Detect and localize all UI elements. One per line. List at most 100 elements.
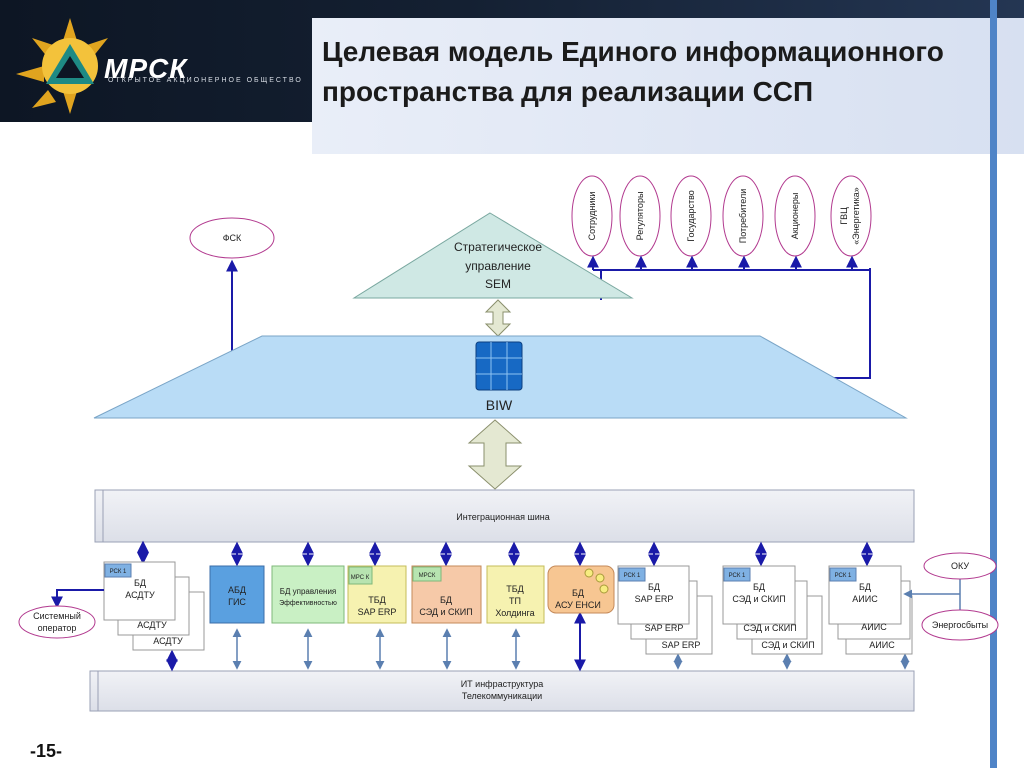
ensi-node-icon — [599, 584, 609, 594]
stakeholder-2: Регуляторы — [619, 175, 661, 257]
sem-line-3: SEM — [485, 277, 511, 291]
stakeholder-shareholders: Акционеры — [790, 193, 800, 240]
tbd-tp-line-3: Холдинга — [495, 608, 534, 618]
oku-connectors — [903, 577, 961, 612]
db-tbd-tp: ТБД ТП Холдинга — [486, 565, 545, 624]
ensi-node-icon — [595, 573, 605, 583]
efficiency-line-1: БД управления — [280, 587, 337, 596]
sed-tag: МРСК — [419, 573, 436, 579]
rsk-sap-mid: SAP ERP — [645, 623, 684, 633]
it-infra-line-2: Телекоммуникации — [462, 691, 542, 701]
system-operator-connector — [51, 589, 104, 609]
db-abd-gis: АБД ГИС — [209, 565, 265, 624]
stakeholder-gvc: ГВЦ — [839, 207, 849, 225]
db-rsk-aiis: РСК 1 БД АИИС АИИС АИИС — [828, 565, 913, 655]
asdtu-back: АСДТУ — [153, 636, 183, 646]
asdtu-tag: РСК 1 — [110, 569, 127, 575]
oku-node: ОКУ — [923, 552, 997, 580]
db-efficiency: БД управления Эффективностью — [271, 565, 345, 624]
fsk-node: ФСК — [189, 217, 275, 259]
rsk-sap-line-2: SAP ERP — [635, 594, 674, 604]
abd-gis-line-2: ГИС — [228, 597, 246, 607]
tbd-sap-tag: МРС К — [351, 575, 370, 581]
asdtu-line-1: БД — [134, 578, 146, 588]
logo-name: МРСК — [104, 53, 188, 84]
stakeholder-energetika: «Энергетика» — [851, 187, 861, 245]
tbd-tp-line-2: ТП — [509, 596, 521, 606]
it-infrastructure: ИТ инфраструктура Телекоммуникации — [89, 670, 915, 712]
rsk-aiis-back: АИИС — [869, 640, 895, 650]
stakeholder-1: Сотрудники — [571, 175, 613, 257]
stakeholder-regulators: Регуляторы — [635, 192, 645, 241]
db-sed: МРСК БД СЭД и СКИП — [411, 565, 482, 624]
sem-line-2: управление — [465, 259, 531, 273]
system-operator-node: Системный оператор — [18, 605, 96, 639]
sem-layer: Стратегическое управление SEM — [352, 212, 634, 299]
efficiency-line-2: Эффективностью — [279, 600, 337, 607]
stakeholder-4: Потребители — [722, 175, 764, 257]
energosbyt-label: Энергосбыты — [932, 620, 988, 630]
rsk-sed-tag: РСК 1 — [729, 573, 746, 579]
infra-connectors-strong — [166, 611, 586, 672]
db-tbd-sap: МРС К ТБД SAP ERP — [347, 565, 407, 624]
db-ensi: БД АСУ ЕНСИ — [547, 565, 615, 614]
oku-label: ОКУ — [951, 561, 969, 571]
energosbyt-node: Энергосбыты — [921, 609, 999, 641]
ensi-line-1: БД — [572, 588, 584, 598]
sem-line-1: Стратегическое — [454, 240, 542, 254]
stakeholder-5: Акционеры — [774, 175, 816, 257]
fsk-label: ФСК — [223, 233, 242, 243]
rsk-sap-line-1: БД — [648, 582, 660, 592]
rsk-aiis-line-1: БД — [859, 582, 871, 592]
right-stripe — [990, 0, 997, 768]
sed-line-2: СЭД и СКИП — [419, 607, 472, 617]
abd-gis-line-1: АБД — [228, 585, 246, 595]
tbd-sap-line-2: SAP ERP — [358, 607, 397, 617]
title-panel — [312, 18, 1024, 154]
sem-biw-arrow — [484, 299, 512, 337]
rsk-aiis-mid: АИИС — [861, 622, 887, 632]
stakeholder-3: Государство — [670, 175, 712, 257]
db-rsk-sed: РСК 1 БД СЭД и СКИП СЭД и СКИП СЭД и СКИ… — [722, 565, 823, 655]
it-infra-line-1: ИТ инфраструктура — [461, 679, 544, 689]
rsk-sed-line-2: СЭД и СКИП — [732, 594, 785, 604]
rsk-aiis-line-2: АИИС — [852, 594, 878, 604]
asdtu-mid: АСДТУ — [137, 620, 167, 630]
db-asdtu: РСК 1 БД АСДТУ АСДТУ АСДТУ — [103, 561, 205, 651]
rsk-aiis-tag: РСК 1 — [835, 573, 852, 579]
rsk-sap-tag: РСК 1 — [624, 573, 641, 579]
rsk-sed-back: СЭД и СКИП — [761, 640, 814, 650]
ensi-node-icon — [584, 568, 594, 578]
db-rsk-sap: РСК 1 БД SAP ERP SAP ERP SAP ERP — [617, 565, 713, 655]
infra-connectors — [232, 628, 910, 670]
rsk-sap-back: SAP ERP — [662, 640, 701, 650]
biw-label: BIW — [486, 397, 513, 413]
stakeholder-consumers: Потребители — [738, 189, 748, 244]
biw-layer: BIW — [93, 335, 908, 419]
stakeholder-employees: Сотрудники — [587, 192, 597, 241]
title-line-1: Целевая модель Единого информационного — [322, 36, 944, 67]
logo-sunburst-icon — [16, 18, 108, 114]
rsk-sed-line-1: БД — [753, 582, 765, 592]
sed-line-1: БД — [440, 595, 452, 605]
system-operator-line-1: Системный — [33, 611, 81, 621]
page-number: -15- — [30, 741, 63, 761]
title-line-2: пространства для реализации ССП — [322, 76, 814, 107]
tbd-tp-line-1: ТБД — [506, 584, 524, 594]
rsk-sed-mid: СЭД и СКИП — [743, 623, 796, 633]
ensi-line-2: АСУ ЕНСИ — [555, 600, 601, 610]
logo-tagline: ОТКРЫТОЕ АКЦИОНЕРНОЕ ОБЩЕСТВО — [108, 77, 303, 84]
system-operator-line-2: оператор — [38, 623, 77, 633]
stakeholder-6: ГВЦ «Энергетика» — [830, 175, 872, 257]
bus-connectors — [137, 540, 873, 567]
asdtu-line-2: АСДТУ — [125, 590, 155, 600]
biw-bus-arrow — [467, 419, 523, 490]
company-logo: МРСК ОТКРЫТОЕ АКЦИОНЕРНОЕ ОБЩЕСТВО — [8, 8, 301, 116]
stakeholder-state: Государство — [686, 190, 696, 242]
integration-bus-label: Интеграционная шина — [456, 512, 550, 522]
tbd-sap-line-1: ТБД — [368, 595, 386, 605]
data-cube-icon — [475, 341, 523, 391]
integration-bus: Интеграционная шина — [94, 489, 915, 543]
slide-title: Целевая модель Единого информационного п… — [322, 32, 972, 112]
